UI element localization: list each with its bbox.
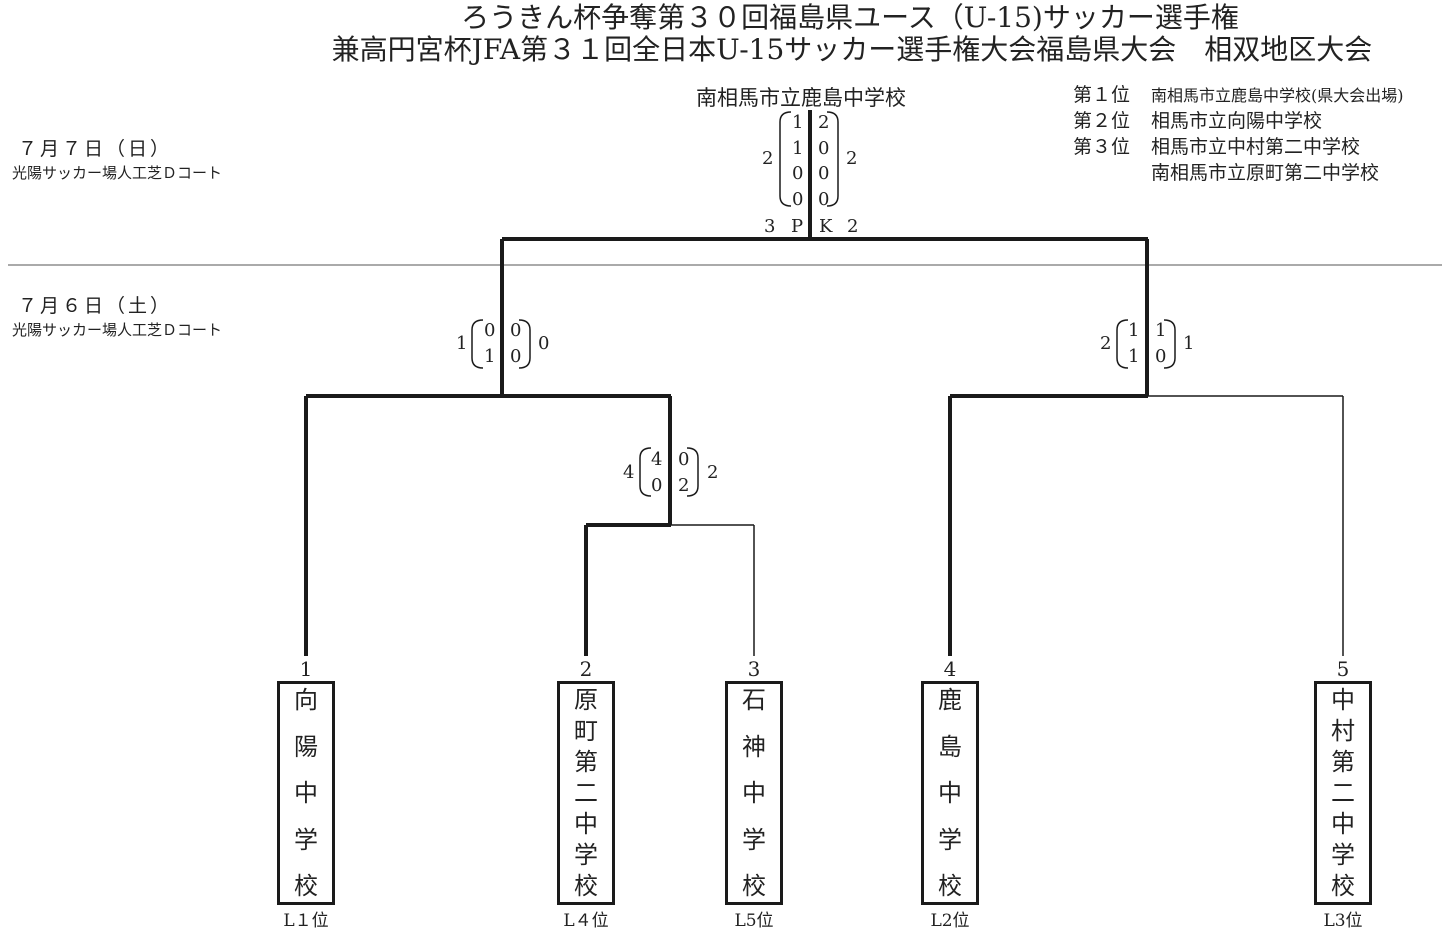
team-char: 原 [574,686,598,714]
day2-date: ７月７日（日） [18,138,173,160]
team-char: 石 [742,686,766,714]
title-line-2: 兼高円宮杯JFA第３１回全日本U-15サッカー選手権大会福島県大会 相双地区大会 [331,33,1373,66]
final-right-score-4: 0 [818,189,830,210]
team-rank: L１位 [283,911,329,931]
semi-left-right-total: 0 [538,333,550,354]
pk-right: 2 [847,216,859,237]
team-char: 学 [294,825,318,854]
semi-left-left-score-1: 0 [484,320,496,341]
team-char: 中 [1331,810,1355,838]
team-char: 学 [574,841,598,869]
team-char: 学 [1331,841,1355,869]
team-number: 5 [1336,657,1350,681]
result-position: 第１位 [1073,84,1131,106]
semi-right-left-total: 2 [1100,333,1112,354]
r1-left-total: 4 [623,462,635,483]
semi-left-left-score-2: 1 [484,346,496,367]
team-char: 向 [294,686,318,714]
final-left-score-4: 0 [792,189,804,210]
final-left-score-3: 0 [792,163,804,184]
team-box-2: 原 町 第 二 中 学 校 [557,681,615,905]
team-char: 校 [294,872,318,900]
team-char: 中 [742,779,766,807]
team-rank: L5位 [734,911,774,931]
final-left-total: 2 [762,148,774,169]
semi-right-left-score-2: 1 [1128,346,1140,367]
final-right-score-2: 0 [818,138,830,159]
result-3rd: 第３位相馬市立中村第二中学校 [1073,134,1360,160]
result-team: 南相馬市立鹿島中学校(県大会出場) [1151,86,1404,105]
team-char: 校 [1331,872,1355,900]
semi-right-right-score-1: 1 [1155,320,1167,341]
team-char: 第 [1331,748,1355,776]
team-number: 1 [299,657,313,681]
r1-right-score-1: 0 [678,449,690,470]
r1-right-score-2: 2 [678,475,690,496]
team-char: 校 [742,872,766,900]
team-box-1: 向 陽 中 学 校 [277,681,335,905]
team-box-5: 中 村 第 二 中 学 校 [1314,681,1372,905]
pk-left: 3 [764,216,776,237]
day2-venue: 光陽サッカー場人工芝Ｄコート [12,164,223,182]
team-box-3: 石 神 中 学 校 [725,681,783,905]
final-left-score-1: 1 [792,112,804,133]
team-char: 中 [574,810,598,838]
team-char: 二 [574,779,598,807]
semi-right-right-score-2: 0 [1155,346,1167,367]
team-char: 第 [574,748,598,776]
semi-left-right-score-1: 0 [510,320,522,341]
result-team: 相馬市立中村第二中学校 [1151,136,1361,158]
team-char: 鹿 [938,686,962,714]
final-right-score-3: 0 [818,163,830,184]
team-number: 3 [747,657,761,681]
team-rank: L４位 [563,911,609,931]
final-right-score-1: 2 [818,112,830,133]
team-number: 4 [943,657,957,681]
day1-venue: 光陽サッカー場人工芝Ｄコート [12,321,223,339]
team-char: 学 [742,825,766,854]
team-char: 町 [574,717,598,745]
semi-right-right-total: 1 [1183,333,1195,354]
team-rank: L2位 [930,911,970,931]
team-char: 校 [574,872,598,900]
result-position: 第３位 [1073,136,1131,158]
result-2nd: 第２位相馬市立向陽中学校 [1073,108,1322,134]
champion-name: 南相馬市立鹿島中学校 [696,86,906,110]
team-rank: L3位 [1323,911,1363,931]
team-char: 学 [938,825,962,854]
r1-left-score-1: 4 [651,449,663,470]
pk-k: K [819,216,833,237]
r1-right-total: 2 [707,462,719,483]
team-char: 中 [294,779,318,807]
team-char: 島 [938,732,962,761]
final-right-total: 2 [846,148,858,169]
final-left-score-2: 1 [792,138,804,159]
result-3rd-tie: 南相馬市立原町第二中学校 [1073,160,1379,186]
result-position: 第２位 [1073,110,1131,132]
pk-p: P [791,216,804,237]
day1-date: ７月６日（土） [18,295,173,317]
team-char: 中 [1331,686,1355,714]
title-line-1: ろうきん杯争奪第３０回福島県ユース（U-15)サッカー選手権 [461,1,1239,34]
result-team: 相馬市立向陽中学校 [1151,110,1323,132]
team-char: 二 [1331,779,1355,807]
team-char: 校 [938,872,962,900]
r1-left-score-2: 0 [651,475,663,496]
team-char: 中 [938,779,962,807]
team-char: 神 [742,732,766,761]
team-char: 村 [1331,717,1355,745]
result-1st: 第１位 南相馬市立鹿島中学校(県大会出場) [1073,82,1404,109]
semi-right-left-score-1: 1 [1128,320,1140,341]
team-box-4: 鹿 島 中 学 校 [921,681,979,905]
team-char: 陽 [294,732,318,761]
semi-left-right-score-2: 0 [510,346,522,367]
result-team: 南相馬市立原町第二中学校 [1151,162,1380,184]
semi-left-left-total: 1 [456,333,468,354]
team-number: 2 [579,657,593,681]
